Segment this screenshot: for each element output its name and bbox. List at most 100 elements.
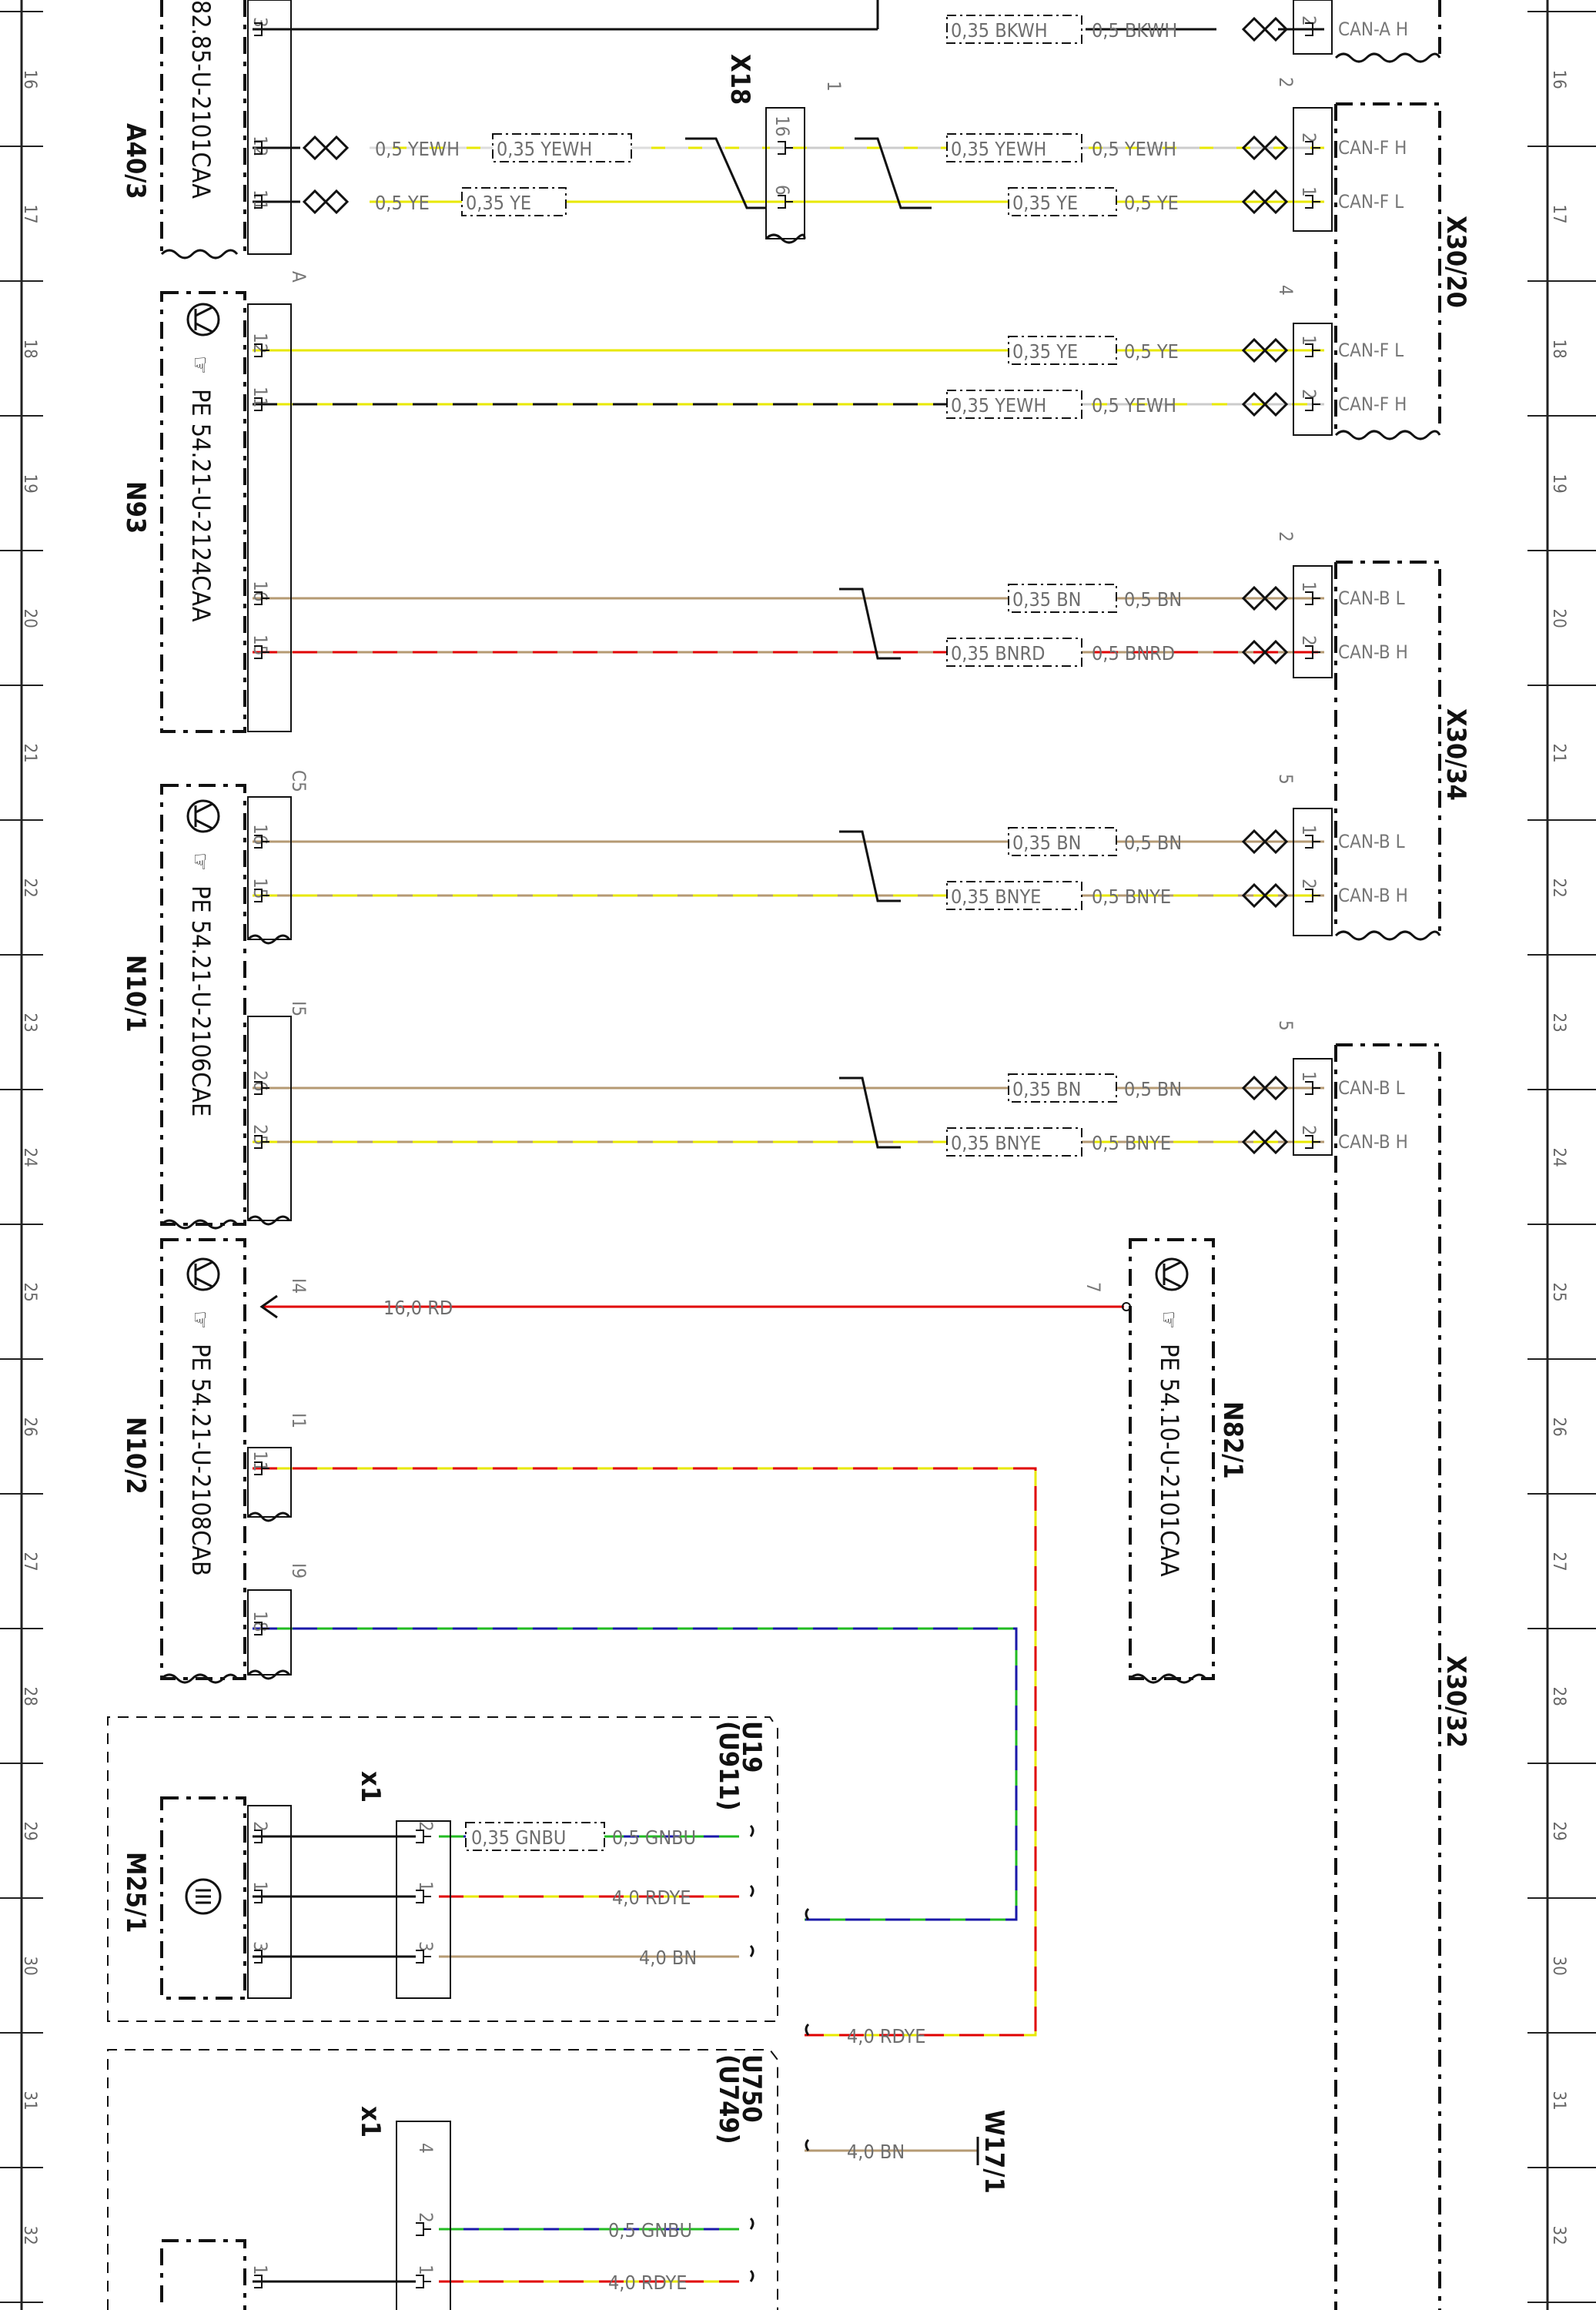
transistor-icon — [186, 1257, 220, 1291]
can-label: CAN-B L — [1338, 831, 1405, 852]
edge-number: 17 — [1549, 205, 1568, 224]
edge-number: 18 — [20, 340, 39, 359]
wire-label: 0,5 BNYE — [1092, 886, 1171, 908]
splice-diamond-icon — [1241, 882, 1289, 909]
hand-pointer-icon: ☞ — [186, 852, 213, 871]
label-frame — [1008, 827, 1117, 856]
wire-label: 0,5 YEWH — [375, 138, 460, 160]
can-label: CAN-A H — [1338, 18, 1408, 40]
wire-label: 0,35 GNBU — [471, 1826, 566, 1849]
label-frame — [1008, 584, 1117, 613]
wire-label: 0,35 BKWH — [951, 19, 1048, 42]
edge-number: 25 — [20, 1283, 39, 1302]
splice-diamond-icon — [1241, 337, 1289, 363]
label-frame — [1008, 1073, 1117, 1103]
splice-diamond-icon — [1241, 135, 1289, 161]
pin-number: 2 — [415, 2212, 437, 2223]
component-name: U19 — [736, 1721, 767, 1773]
wire-label: 0,35 BNRD — [951, 642, 1045, 665]
connector-id: A — [288, 271, 309, 283]
can-label: CAN-B H — [1338, 641, 1408, 663]
connector-id: C5 — [288, 770, 309, 792]
edge-number: 23 — [20, 1013, 39, 1033]
edge-number: 18 — [1549, 340, 1568, 359]
wire-label: 0,5 BN — [1124, 832, 1182, 854]
edge-number: 26 — [20, 1418, 39, 1437]
wire-label: 0,5 YE — [375, 192, 430, 214]
pin-terminal — [1305, 343, 1320, 357]
component-name: U750 — [736, 2054, 767, 2123]
edge-number: 24 — [20, 1148, 39, 1167]
component-boxes — [107, 0, 1441, 2310]
edge-number: 28 — [1549, 1687, 1568, 1706]
pin-number: 1 — [1298, 581, 1320, 592]
pin-terminal — [1305, 1081, 1320, 1095]
part-number: PE 54.10-U-2101CAA — [1155, 1344, 1184, 1577]
can-label: CAN-F L — [1338, 191, 1404, 213]
wire-label: 0,35 YEWH — [497, 138, 592, 160]
component-name: N10/2 — [120, 1417, 151, 1495]
wire-label: 4,0 RDYE — [847, 2025, 925, 2047]
pin-terminal — [1305, 591, 1320, 605]
wire-label: 0,5 YE — [1124, 340, 1179, 363]
pin-number: 16 — [771, 116, 793, 136]
pin-number: 11 — [249, 189, 271, 210]
pin-number: 6 — [771, 185, 793, 196]
connector-id: 4 — [1275, 285, 1297, 296]
edge-number: 21 — [1549, 744, 1568, 763]
pin-number: 1 — [249, 1881, 271, 1892]
pin-terminal — [416, 1830, 431, 1843]
pin-terminal — [1305, 141, 1320, 155]
pin-terminal — [254, 1081, 269, 1095]
pin-terminal — [1305, 835, 1320, 849]
connector-id: I9 — [288, 1563, 309, 1578]
splice-diamond-icon — [1241, 189, 1289, 215]
splice-diamond-icon — [1241, 1075, 1289, 1101]
pin-number: 3 — [249, 17, 271, 28]
wire-label: 0,35 BN — [1012, 1078, 1081, 1100]
pin-terminal — [416, 1890, 431, 1903]
component-name: X30/32 — [1440, 1656, 1471, 1748]
pin-terminal — [254, 22, 269, 36]
edge-number: 31 — [1549, 2091, 1568, 2111]
wire-label: 0,5 BN — [1124, 588, 1182, 611]
pin-number: 2 — [1298, 15, 1320, 26]
wire-label: 0,35 YE — [466, 192, 531, 214]
connector-name: x1 — [355, 1771, 386, 1803]
component-name: M25/1 — [120, 1852, 151, 1933]
pin-terminal — [416, 1950, 431, 1964]
wire-label: 0,5 GNBU — [612, 1826, 696, 1849]
hand-pointer-icon: ☞ — [186, 356, 213, 374]
wire-label: 4,0 BN — [639, 1947, 697, 1969]
splice-diamond-icon — [302, 189, 350, 215]
pin-terminal — [254, 889, 269, 902]
wire-label: 0,5 BNYE — [1092, 1132, 1171, 1154]
pin-number: 1 — [1298, 186, 1320, 197]
pin-number: 2 — [1298, 1125, 1320, 1136]
connector-id: I4 — [288, 1278, 309, 1294]
splice-diamond-icon — [1241, 639, 1289, 665]
edge-number: 16 — [1549, 70, 1568, 89]
wire-label: 0,35 YE — [1012, 192, 1078, 214]
terminal-dot — [1122, 1302, 1131, 1311]
wire-label: 4,0 RDYE — [612, 1886, 691, 1909]
ecu-symbols — [185, 303, 1189, 1915]
wire-label: 4,0 RDYE — [608, 2272, 687, 2294]
connector-id: I5 — [288, 1001, 309, 1016]
pin-terminal — [254, 1622, 269, 1635]
pin-number: 7 — [1082, 1282, 1104, 1293]
wire-label: 0,35 BN — [1012, 588, 1081, 611]
edge-number: 29 — [1549, 1822, 1568, 1841]
pin-number: 1 — [415, 1881, 437, 1892]
can-label: CAN-B H — [1338, 885, 1408, 906]
splice-diamond-icon — [302, 135, 350, 161]
pin-number: 2 — [1298, 879, 1320, 889]
edge-number: 20 — [1549, 609, 1568, 628]
label-frame — [461, 187, 567, 216]
pin-terminal — [254, 1890, 269, 1903]
component-name: X30/20 — [1440, 216, 1471, 308]
label-frame — [946, 133, 1082, 162]
pin-terminal — [254, 195, 269, 209]
